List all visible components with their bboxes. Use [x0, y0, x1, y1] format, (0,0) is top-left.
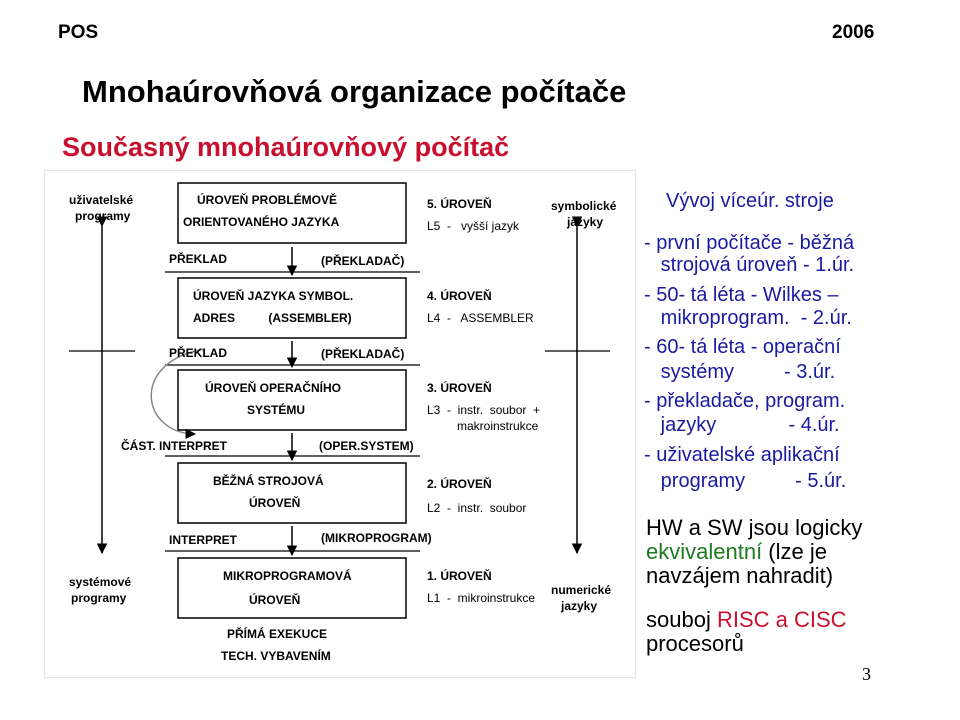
numeric-languages-label-1: numerické	[551, 583, 612, 597]
hw-sw-line1: HW a SW jsou logicky	[646, 515, 863, 540]
symbolic-languages-label-2: jazyky	[567, 215, 604, 229]
evolution-item-4-line1: - překladače, program.	[644, 390, 846, 412]
box4-line2: ADRES (ASSEMBLER)	[193, 311, 352, 325]
box5-line1: ÚROVEŇ PROBLÉMOVĚ	[197, 193, 338, 207]
transition-2-right: (PŘEKLADAČ)	[321, 347, 405, 361]
evolution-item-4-line2: jazyky - 4.úr.	[644, 414, 840, 436]
evolution-item-1-line2: strojová úroveň - 1.úr.	[644, 254, 855, 276]
box1-line2: ÚROVEŇ	[249, 593, 301, 607]
box-level2	[177, 462, 407, 524]
evolution-item-5-line1: - uživatelské aplikační	[644, 444, 840, 466]
level4-name: 4. ÚROVEŇ	[427, 289, 492, 303]
transition-1-right: (PŘEKLADAČ)	[321, 254, 405, 268]
evolution-item-3-line1: - 60- tá léta - operační	[644, 336, 841, 358]
level4-desc: L4 - ASSEMBLER	[427, 311, 534, 325]
box4-line1: ÚROVEŇ JAZYKA SYMBOL.	[193, 289, 354, 303]
user-programs-label-2: programy	[75, 209, 131, 223]
hw-sw-line3: navzájem nahradit)	[646, 563, 834, 588]
transition-2-left: PŘEKLAD	[169, 346, 228, 360]
evolution-item-1-line1: - první počítače - běžná	[644, 232, 855, 254]
level3-desc-2: makroinstrukce	[457, 419, 539, 433]
box3-line2: SYSTÉMU	[247, 403, 306, 417]
transition-4-left: INTERPRET	[169, 533, 238, 547]
risc-cisc: RISC a CISC	[716, 607, 847, 632]
transition-3-left: ČÁST. INTERPRET	[121, 439, 228, 453]
evolution-item-3-line2: systémy - 3.úr.	[644, 361, 836, 383]
evolution-item-2-line1: - 50- tá léta - Wilkes –	[644, 284, 839, 306]
hw-sw-rest: (lze je	[762, 539, 827, 564]
box2-line2: ÚROVEŇ	[249, 496, 301, 510]
page-number: 3	[862, 664, 871, 684]
transition-4-right: (MIKROPROGRAM)	[321, 531, 432, 545]
numeric-languages-label-2: jazyky	[561, 599, 598, 613]
box1-line1: MIKROPROGRAMOVÁ	[223, 569, 352, 583]
system-programs-label-1: systémové	[69, 575, 132, 589]
system-programs-label-2: programy	[71, 591, 127, 605]
transition-3-right: (OPER.SYSTEM)	[319, 439, 414, 453]
box-level4	[177, 277, 407, 339]
level2-desc: L2 - instr. soubor	[427, 501, 527, 515]
box3-line1: ÚROVEŇ OPERAČNÍHO	[205, 381, 342, 395]
evolution-item-5-line2: programy - 5.úr.	[644, 470, 847, 492]
level5-desc: L5 - vyšší jazyk	[427, 219, 520, 233]
level3-name: 3. ÚROVEŇ	[427, 381, 492, 395]
level-diagram: uživatelské programy systémové programy …	[44, 170, 636, 678]
evolution-heading: Vývoj víceúr. stroje	[666, 190, 834, 212]
level5-name: 5. ÚROVEŇ	[427, 197, 492, 211]
level1-desc: L1 - mikroinstrukce	[427, 591, 536, 605]
box5-line2: ORIENTOVANÉHO JAZYKA	[183, 215, 340, 229]
box2-line1: BĚŽNÁ STROJOVÁ	[213, 474, 324, 488]
transition-1-left: PŘEKLAD	[169, 252, 228, 266]
bypass-curve	[150, 348, 206, 440]
souboj-prefix: souboj	[646, 607, 717, 632]
slide-subtitle: Současný mnohaúrovňový počítač	[62, 132, 510, 162]
souboj-line2: procesorů	[646, 631, 744, 656]
hardware-line1: PŘÍMÁ EXEKUCE	[227, 627, 328, 641]
box-level3	[177, 369, 407, 431]
user-programs-label-1: uživatelské	[69, 193, 134, 207]
header-left: POS	[58, 22, 99, 43]
diagram-graphics	[69, 182, 610, 619]
header-year: 2006	[832, 22, 875, 43]
level3-desc-1: L3 - instr. soubor +	[427, 403, 541, 417]
slide-title: Mnohaúrovňová organizace počítače	[82, 74, 627, 109]
souboj-line1: souboj RISC a CISC	[646, 608, 847, 632]
level2-name: 2. ÚROVEŇ	[427, 477, 492, 491]
hardware-line2: TECH. VYBAVENÍM	[221, 649, 331, 663]
evolution-item-2-line2: mikroprogram. - 2.úr.	[644, 307, 852, 329]
level1-name: 1. ÚROVEŇ	[427, 569, 492, 583]
symbolic-languages-label-1: symbolické	[551, 199, 617, 213]
hw-sw-line2: ekvivalentní (lze je	[646, 540, 827, 564]
hw-sw-highlight: ekvivalentní	[646, 539, 763, 564]
box-level1	[177, 557, 407, 619]
box-level5	[177, 182, 407, 244]
